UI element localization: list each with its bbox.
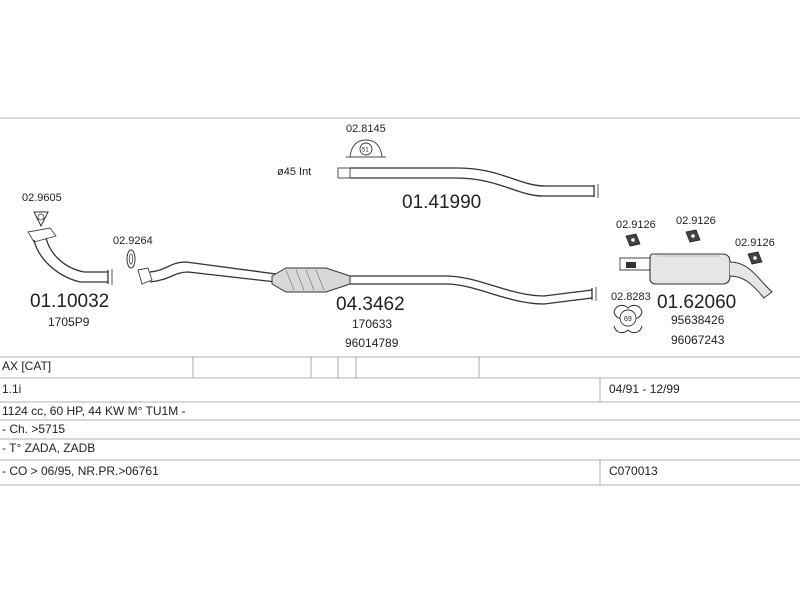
front-pipe-ref: 1705P9 [48, 315, 90, 329]
hanger-c-icon [747, 251, 763, 265]
hanger-b-icon [685, 229, 701, 243]
gasket-2-9264-icon [126, 249, 136, 269]
gasket-2-9605-label: 02.9605 [22, 192, 62, 204]
table-model: AX [CAT] [2, 359, 52, 373]
rear-pipe-code: 01.41990 [402, 192, 481, 213]
table-spec: 1124 cc, 60 HP, 44 KW M° TU1M - [2, 404, 186, 418]
clamp-2-8283-icon: 69 [613, 304, 643, 334]
spec-table-grid [0, 356, 800, 486]
clamp-2-8145-badge: 51 [362, 148, 369, 154]
gasket-2-9264-label: 02.9264 [113, 235, 153, 247]
table-code: C070013 [609, 464, 658, 478]
clamp-2-8283-badge: 69 [624, 316, 632, 323]
rear-silencer-ref1: 95638426 [671, 313, 725, 327]
rear-silencer-ref2: 96067243 [671, 333, 725, 347]
cat-pipe-drawing [137, 261, 597, 305]
pipe-diameter-label: ø45 Int [277, 166, 311, 178]
front-pipe-code: 01.10032 [30, 291, 109, 312]
front-pipe-drawing [27, 227, 113, 285]
table-chassis: - Ch. >5715 [2, 422, 66, 436]
table-notes: - CO > 06/95, NR.PR.>06761 [2, 464, 159, 478]
hanger-2-9126-b-label: 02.9126 [676, 215, 716, 227]
cat-pipe-ref1: 170633 [352, 317, 392, 331]
cat-pipe-ref2: 96014789 [345, 336, 399, 350]
rear-silencer-drawing [619, 253, 773, 299]
hanger-2-9126-c-label: 02.9126 [735, 237, 775, 249]
table-period: 04/91 - 12/99 [609, 382, 680, 396]
hanger-a-icon [625, 233, 641, 247]
clamp-2-8145-icon: 51 [346, 139, 386, 158]
rear-pipe-drawing [337, 167, 599, 198]
clamp-2-8145-label: 02.8145 [346, 123, 386, 135]
gasket-2-9605-icon [33, 211, 49, 228]
cat-pipe-code: 04.3462 [336, 294, 405, 315]
rear-silencer-code: 01.62060 [657, 292, 736, 313]
table-type: - T° ZADA, ZADB [2, 441, 96, 455]
clamp-2-8283-label: 02.8283 [611, 291, 651, 303]
table-engine: 1.1i [2, 382, 22, 396]
hanger-2-9126-a-label: 02.9126 [616, 219, 656, 231]
